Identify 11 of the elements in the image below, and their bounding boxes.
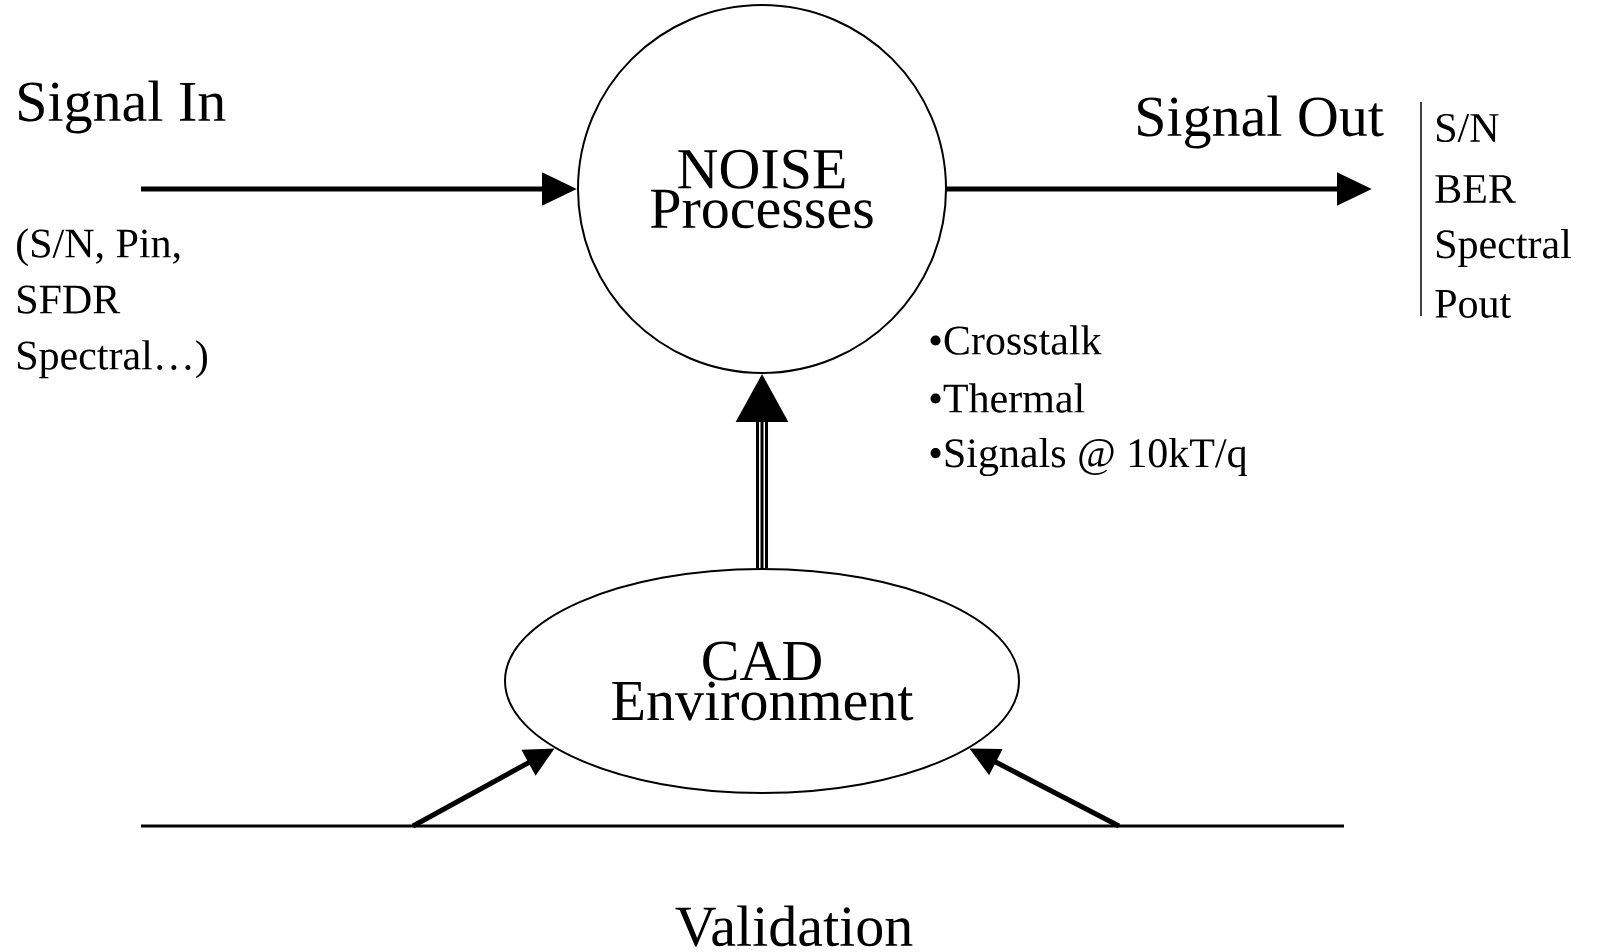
metric-label: Spectral xyxy=(1437,228,1571,268)
bullet-item: •Signals @ 10kT/q xyxy=(930,437,1247,477)
validation-bar: Validation xyxy=(141,824,1344,947)
bullet-item: •Crosstalk xyxy=(930,325,1102,355)
signal-label: Signal In xyxy=(19,80,226,134)
metric-label: S/N xyxy=(1437,113,1499,143)
signal-label: Signal Out xyxy=(1138,95,1384,149)
bullet-item: •Thermal xyxy=(930,383,1085,413)
metric-label: Pout xyxy=(1435,290,1511,318)
parameter-note: (S/N, Pin, SFDR Spectral…) xyxy=(17,228,207,379)
metric-label: BER xyxy=(1435,175,1516,203)
